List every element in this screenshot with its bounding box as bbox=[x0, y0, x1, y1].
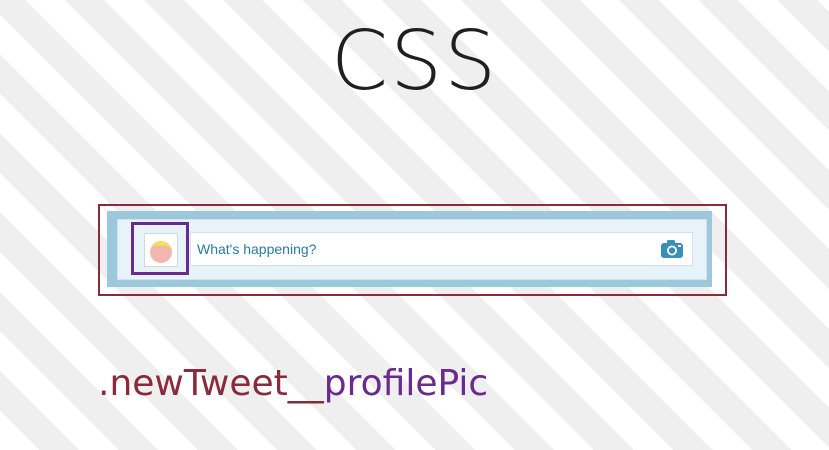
selector-element-name: profilePic bbox=[323, 363, 489, 404]
profile-pic bbox=[144, 233, 178, 267]
camera-icon bbox=[661, 240, 683, 258]
avatar-face-icon bbox=[150, 241, 172, 263]
bem-selector-label: .newTweet__profilePic bbox=[98, 356, 488, 412]
profile-pic-element-outline bbox=[131, 222, 189, 275]
tweet-input[interactable]: What's happening? bbox=[190, 232, 693, 266]
camera-button[interactable] bbox=[660, 238, 684, 260]
selector-separator: __ bbox=[287, 363, 324, 404]
slide-title: CSS bbox=[330, 14, 499, 109]
tweet-input-placeholder: What's happening? bbox=[197, 241, 317, 257]
new-tweet-block-outline bbox=[98, 204, 727, 296]
selector-block-name: .newTweet bbox=[98, 363, 288, 404]
